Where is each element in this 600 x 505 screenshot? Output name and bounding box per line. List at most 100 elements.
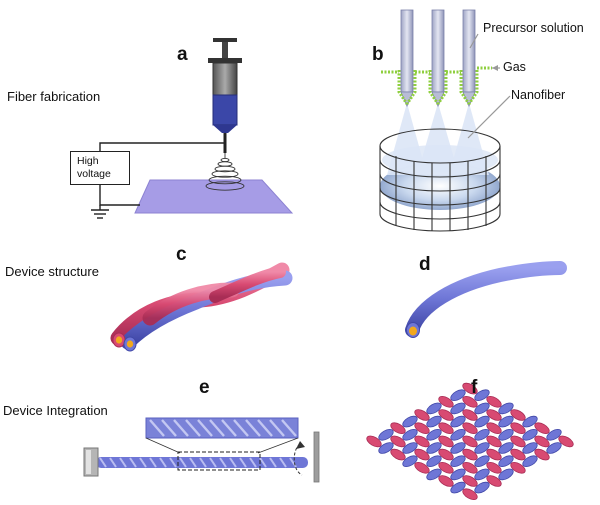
weave-segment — [474, 455, 490, 468]
weave-segment — [402, 455, 418, 468]
panel-c-graphic — [110, 262, 293, 352]
weave-segment — [438, 435, 454, 448]
weave-segment — [462, 422, 478, 435]
weave-segment — [438, 475, 454, 487]
high-voltage-box: High voltage — [70, 151, 130, 185]
weave-segment — [474, 415, 490, 428]
weave-segment — [426, 455, 442, 468]
weave-segment — [378, 442, 394, 454]
collector-plate — [134, 179, 294, 214]
weave-segment — [486, 475, 502, 487]
weave-segment — [474, 402, 490, 415]
weave-segment — [438, 395, 454, 408]
weave-segment — [522, 415, 538, 428]
weave-segment — [450, 481, 466, 494]
weave-segment — [486, 461, 502, 474]
weave-segment — [438, 409, 454, 421]
weave-segment — [414, 461, 430, 474]
panel-label-e: e — [199, 377, 210, 398]
weave-segment — [474, 468, 490, 481]
weave-segment — [426, 428, 442, 441]
high-voltage-line2: voltage — [77, 168, 111, 180]
weave-segment — [474, 442, 490, 454]
weave-segment — [498, 415, 514, 428]
panel-f-graphic — [366, 382, 574, 501]
collector-cage — [379, 128, 501, 232]
syringe — [208, 38, 242, 153]
weave-segment — [450, 468, 466, 481]
weave-segment — [510, 422, 526, 435]
weave-segment — [462, 461, 478, 474]
weave-segment — [546, 428, 562, 441]
weave-segment — [462, 395, 478, 408]
weave-segment — [522, 455, 538, 468]
weave-segment — [366, 435, 382, 448]
section-label-fabrication: Fiber fabrication — [7, 89, 101, 104]
weave-segment — [534, 448, 550, 461]
weave-segment — [378, 428, 394, 441]
weave-segment — [450, 428, 466, 441]
weave-segment — [522, 442, 538, 454]
weave-segment — [438, 448, 454, 461]
weave-segment — [474, 481, 490, 494]
callout-lines — [467, 33, 511, 139]
weave-segment — [510, 409, 526, 421]
weave-segment — [390, 448, 406, 461]
weave-segment — [510, 435, 526, 448]
weave-segment — [486, 395, 502, 408]
weave-segment — [462, 409, 478, 421]
panel-a-graphic — [91, 38, 294, 219]
panel-label-c: c — [176, 244, 187, 265]
weave-segment — [486, 409, 502, 421]
weave-segment — [486, 422, 502, 435]
weave-segment — [498, 468, 514, 481]
weave-segment — [426, 415, 442, 428]
weave-segment — [474, 428, 490, 441]
weave-segment — [498, 455, 514, 468]
callout-nanofiber: Nanofiber — [511, 88, 566, 102]
weave-segment — [486, 435, 502, 448]
weave-segment — [450, 442, 466, 454]
panel-d-graphic — [405, 261, 567, 338]
weave-segment — [402, 428, 418, 441]
gas-sleeves — [381, 66, 492, 105]
weave-segment — [498, 442, 514, 454]
weave-segment — [486, 448, 502, 461]
panel-label-a: a — [177, 44, 188, 65]
weave-segment — [450, 402, 466, 415]
panel-b-graphic — [379, 9, 511, 232]
weave-segment — [462, 435, 478, 448]
fiber-jet — [205, 153, 245, 191]
section-label-structure: Device structure — [5, 264, 99, 279]
nozzles — [400, 9, 476, 108]
weave-segment — [534, 422, 550, 435]
weave-segment — [402, 442, 418, 454]
panel-e-graphic — [83, 417, 320, 483]
weave-segment — [426, 402, 442, 415]
panel-label-b: b — [372, 44, 384, 65]
weave-segment — [414, 409, 430, 421]
callout-gas: Gas — [503, 60, 526, 74]
panel-label-f: f — [471, 377, 478, 398]
weave-segment — [390, 422, 406, 435]
high-voltage-line1: High — [77, 155, 99, 167]
circuit-wires — [91, 142, 225, 219]
weave-segment — [426, 442, 442, 454]
weave-segment — [534, 435, 550, 448]
section-label-integration: Device Integration — [3, 403, 108, 418]
weave-segment — [546, 442, 562, 454]
weave-segment — [510, 461, 526, 474]
weave-segment — [450, 415, 466, 428]
weave-segment — [558, 435, 574, 448]
weave-segment — [414, 448, 430, 461]
weave-segment — [462, 448, 478, 461]
weave-segment — [498, 402, 514, 415]
weave-segment — [462, 475, 478, 487]
weave-segment — [510, 448, 526, 461]
weave-segment — [402, 415, 418, 428]
weave-segment — [474, 389, 490, 402]
weave-segment — [438, 461, 454, 474]
panel-label-d: d — [419, 254, 431, 275]
weave-segment — [462, 488, 478, 501]
weave-segment — [450, 389, 466, 402]
